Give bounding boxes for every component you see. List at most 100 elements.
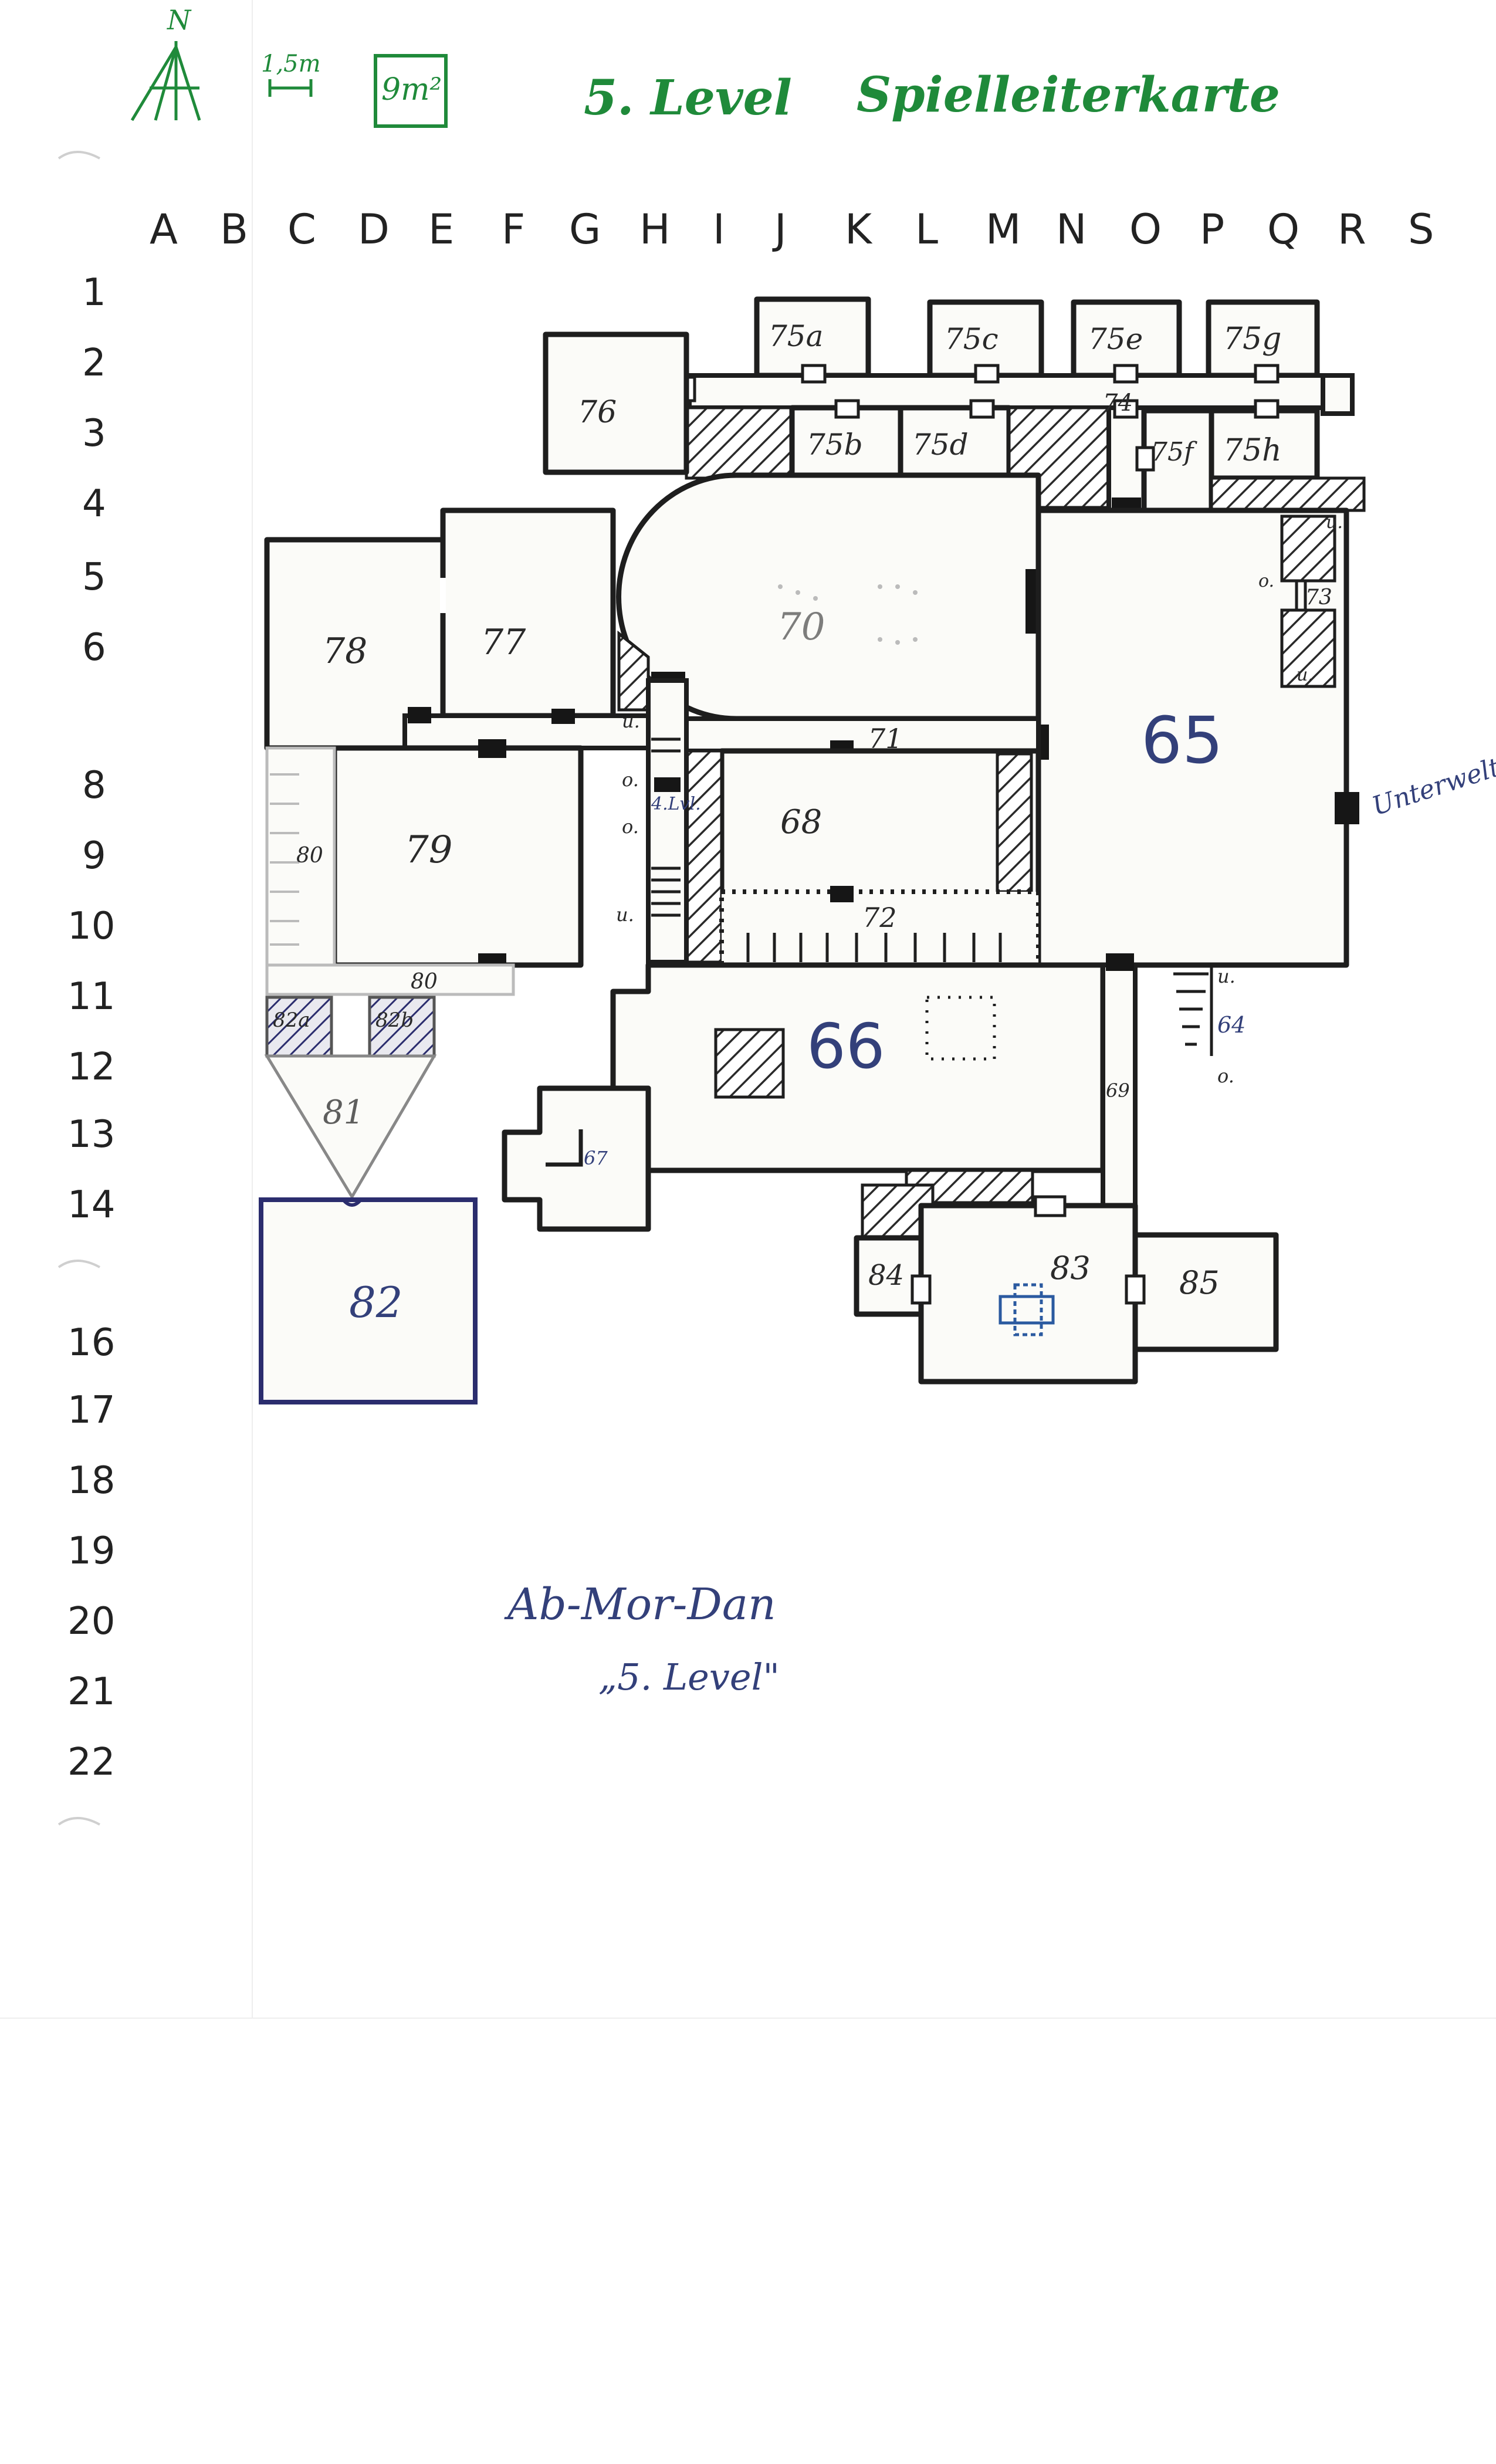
door-77-south[interactable]: [551, 709, 575, 724]
door-81-82[interactable]: [341, 1198, 363, 1207]
stair-mark-level-4: 4.Lvl.: [651, 794, 701, 814]
door-75c[interactable]: [974, 364, 1000, 384]
room-label-75e: 75e: [1088, 322, 1143, 356]
col-label: H: [639, 205, 671, 253]
room-label-74: 74: [1103, 390, 1133, 417]
row-label: 11: [67, 975, 115, 1018]
room-label-75f: 75f: [1151, 437, 1197, 467]
stairs-64: [1173, 965, 1213, 1056]
room-70-dots: [778, 584, 918, 645]
row-label: 18: [67, 1459, 115, 1502]
room-79: [331, 745, 584, 968]
door-83-85[interactable]: [1125, 1274, 1146, 1305]
door-83-north[interactable]: [1034, 1195, 1067, 1217]
north-wing: [674, 296, 1366, 515]
door-75b[interactable]: [834, 399, 860, 419]
door-74[interactable]: [1113, 399, 1139, 419]
room-label-81: 81: [323, 1094, 364, 1132]
col-label: M: [986, 205, 1021, 253]
row-label: 17: [67, 1389, 115, 1432]
row-label: 19: [67, 1529, 115, 1573]
row-label: 12: [67, 1045, 115, 1089]
dungeon-name: Ab-Mor-Dan: [504, 1579, 776, 1630]
north-arrow: [130, 41, 201, 121]
room-84: [854, 1235, 924, 1317]
room-label-80-south: 80: [411, 970, 438, 994]
corridor-74: [687, 373, 1355, 410]
col-label: P: [1200, 205, 1224, 253]
room-label-78: 78: [323, 631, 367, 672]
row-label: 8: [82, 764, 106, 807]
corridor-80-south: [265, 963, 515, 996]
room-label-69: 69: [1106, 1079, 1130, 1102]
level-caption: „5. Level": [598, 1656, 780, 1698]
row-label: 10: [67, 905, 115, 948]
row-label: 21: [67, 1670, 115, 1714]
col-label: L: [915, 205, 938, 253]
room-label-83: 83: [1050, 1250, 1091, 1287]
door-75h[interactable]: [1254, 399, 1280, 419]
stair-mark-u2: u.: [1297, 665, 1314, 685]
binder-holes: [57, 151, 100, 1826]
room-83: [918, 1203, 1138, 1385]
room-85: [1132, 1232, 1279, 1352]
stairs-73-south: [1280, 608, 1336, 688]
door-level-4[interactable]: [654, 777, 681, 792]
stairs-73-north: [1280, 515, 1336, 583]
room-label-75c: 75c: [945, 322, 999, 356]
room-75c: [927, 299, 1044, 378]
room-label-85: 85: [1179, 1264, 1220, 1301]
stair-mark-o1: o.: [1258, 571, 1274, 591]
room-82: [259, 1197, 478, 1404]
door-75a[interactable]: [801, 364, 827, 384]
corridor-80-steps: [270, 773, 299, 946]
room-label-67: 67: [584, 1147, 608, 1169]
room-label-75d: 75d: [912, 428, 969, 462]
col-label: K: [845, 205, 873, 253]
door-65-exit[interactable]: [1335, 792, 1359, 824]
corridor-71: [684, 716, 1041, 753]
room-76: [543, 331, 689, 475]
col-label: S: [1408, 205, 1434, 253]
door-75d[interactable]: [969, 399, 995, 419]
col-label: F: [502, 205, 525, 253]
door-79-north[interactable]: [478, 739, 506, 758]
row-label: 3: [82, 412, 106, 455]
col-label: G: [569, 205, 601, 253]
room-81: [264, 1054, 437, 1200]
col-label: O: [1129, 205, 1162, 253]
col-label: N: [1056, 205, 1087, 253]
room-label-75h: 75h: [1223, 433, 1282, 468]
room-75g: [1206, 299, 1320, 378]
door-83-84[interactable]: [911, 1274, 932, 1305]
hatched-wall-west: [685, 406, 794, 480]
column-labels: A B C D E F G H I J K L M N O P Q R S: [150, 205, 1434, 253]
room-66-dotted-feature: [925, 996, 996, 1061]
map-kind-title: Spielleiterkarte: [857, 67, 1280, 123]
room-75h: [1209, 408, 1320, 481]
area-square-icon: [374, 54, 448, 128]
stair-73-steps: [1295, 581, 1307, 610]
door-75e[interactable]: [1113, 364, 1139, 384]
room-label-84: 84: [868, 1259, 904, 1292]
row-labels: 1 2 3 4 5 6 8 9 10 11 12 13 14 16 17 18 …: [67, 271, 115, 1784]
stair-mark-o-64: o.: [1217, 1065, 1234, 1087]
row-label: 5: [82, 556, 106, 599]
row-label: 16: [67, 1321, 115, 1365]
room-label-75g: 75g: [1223, 321, 1281, 357]
door-75g[interactable]: [1254, 364, 1280, 384]
scale-bar-icon: [268, 79, 313, 97]
room-label-65: 65: [1141, 703, 1223, 778]
door-75f[interactable]: [1135, 446, 1155, 472]
scale-label: 1,5m: [261, 50, 321, 77]
door-69-65[interactable]: [1106, 953, 1134, 971]
row-label: 14: [67, 1183, 115, 1227]
room-label-66: 66: [807, 1011, 885, 1082]
col-label: A: [150, 205, 178, 253]
row-label: 6: [82, 626, 106, 669]
door-77-corridor[interactable]: [408, 707, 431, 723]
area-label: 9m²: [381, 72, 442, 107]
stair-shaft-west: [646, 678, 689, 964]
door-68-72[interactable]: [830, 886, 854, 902]
